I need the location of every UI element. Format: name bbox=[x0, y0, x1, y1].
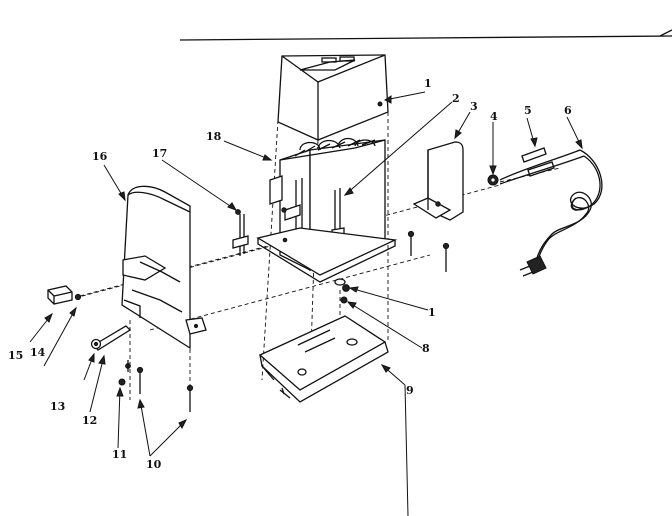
callout-18: 18 bbox=[206, 130, 222, 143]
callout-6: 6 bbox=[564, 104, 572, 117]
crumb-tray bbox=[258, 315, 389, 403]
lever-knob-pin bbox=[232, 209, 249, 256]
callout-1-lower: 1 bbox=[428, 306, 436, 319]
callout-1-top: 1 bbox=[424, 77, 432, 90]
callout-13: 13 bbox=[50, 400, 65, 413]
callout-10: 10 bbox=[146, 458, 162, 471]
callout-16: 16 bbox=[92, 150, 108, 163]
callout-15: 15 bbox=[8, 349, 23, 362]
callout-4: 4 bbox=[490, 110, 498, 123]
page-corner-mark bbox=[659, 29, 672, 37]
callout-numbers: 1 2 3 4 5 6 1 8 9 10 11 12 13 14 15 16 1… bbox=[8, 77, 572, 471]
page-border-line bbox=[179, 35, 672, 41]
side-bracket bbox=[412, 141, 464, 221]
link-clip bbox=[90, 325, 132, 351]
bracket-screws bbox=[407, 230, 450, 272]
top-cover-housing bbox=[277, 54, 389, 141]
front-end-panel bbox=[121, 185, 207, 350]
callout-leader-lines bbox=[29, 91, 583, 516]
power-cord bbox=[499, 149, 603, 277]
callout-9: 9 bbox=[406, 384, 414, 397]
callout-14: 14 bbox=[30, 346, 46, 359]
callout-8: 8 bbox=[422, 342, 430, 355]
frame-base-plate bbox=[256, 227, 398, 283]
washer-and-nut bbox=[334, 278, 350, 304]
callout-17: 17 bbox=[152, 147, 167, 160]
callout-12: 12 bbox=[82, 414, 97, 427]
callout-3: 3 bbox=[470, 100, 478, 113]
knob-washer bbox=[74, 293, 82, 301]
callout-5: 5 bbox=[524, 104, 532, 117]
callout-11: 11 bbox=[112, 448, 127, 461]
panel-screws bbox=[118, 360, 194, 412]
callout-2: 2 bbox=[452, 92, 460, 105]
control-knob bbox=[47, 285, 73, 305]
cord-grommet bbox=[487, 174, 499, 186]
